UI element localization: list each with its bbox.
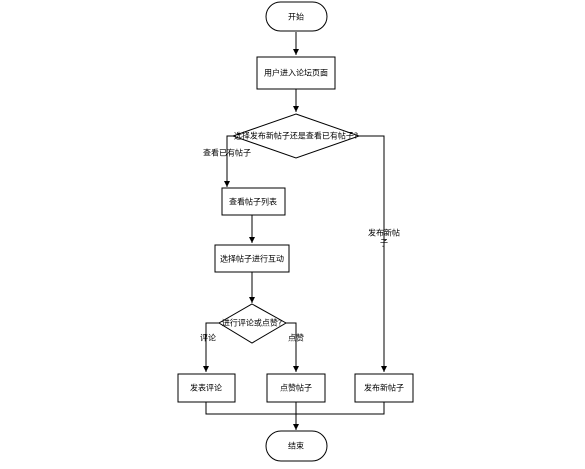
decision-comment-or-like-label: 进行评论或点赞? <box>222 318 282 328</box>
label-view-existing: 查看已有帖子 <box>203 148 251 158</box>
edge-decision2-to-comment <box>203 322 219 372</box>
edge-decision-to-view <box>224 135 233 187</box>
node-end-label: 结束 <box>288 441 304 451</box>
node-post-comment-label: 发表评论 <box>190 383 222 393</box>
node-publish-post-label: 发布新帖子 <box>364 383 404 393</box>
node-view-post-list: 查看帖子列表 <box>221 187 286 216</box>
edge-decision-to-publish <box>359 135 387 372</box>
label-publish-new-line1: 发布新帖 <box>368 228 400 238</box>
label-publish-new-line2: 子 <box>380 239 388 248</box>
node-select-post: 选择帖子进行互动 <box>214 244 290 273</box>
node-enter-forum-label: 用户进入论坛页面 <box>264 68 328 78</box>
decision-post-or-view-label: 选择发布新帖子还是查看已有帖子? <box>234 131 358 141</box>
decision-post-or-view: 选择发布新帖子还是查看已有帖子? <box>231 113 361 159</box>
node-end: 结束 <box>265 430 328 462</box>
node-like-post: 点赞帖子 <box>266 373 326 403</box>
node-view-post-list-label: 查看帖子列表 <box>229 197 277 207</box>
node-like-post-label: 点赞帖子 <box>280 383 312 393</box>
node-publish-post: 发布新帖子 <box>354 373 414 403</box>
edge-decision2-to-like <box>286 322 299 372</box>
edge-publish-to-merge <box>296 402 385 415</box>
label-comment: 评论 <box>200 333 216 343</box>
edges <box>203 32 387 430</box>
decision-comment-or-like: 进行评论或点赞? <box>218 303 288 344</box>
node-start-label: 开始 <box>288 12 304 22</box>
node-post-comment: 发表评论 <box>177 373 236 403</box>
node-start: 开始 <box>265 1 328 32</box>
node-enter-forum: 用户进入论坛页面 <box>256 56 336 90</box>
label-like: 点赞 <box>288 333 304 343</box>
edge-comment-to-merge <box>205 402 296 415</box>
node-select-post-label: 选择帖子进行互动 <box>220 254 284 264</box>
edge-labels: 查看已有帖子 发布新帖 子 评论 点赞 <box>200 148 400 343</box>
